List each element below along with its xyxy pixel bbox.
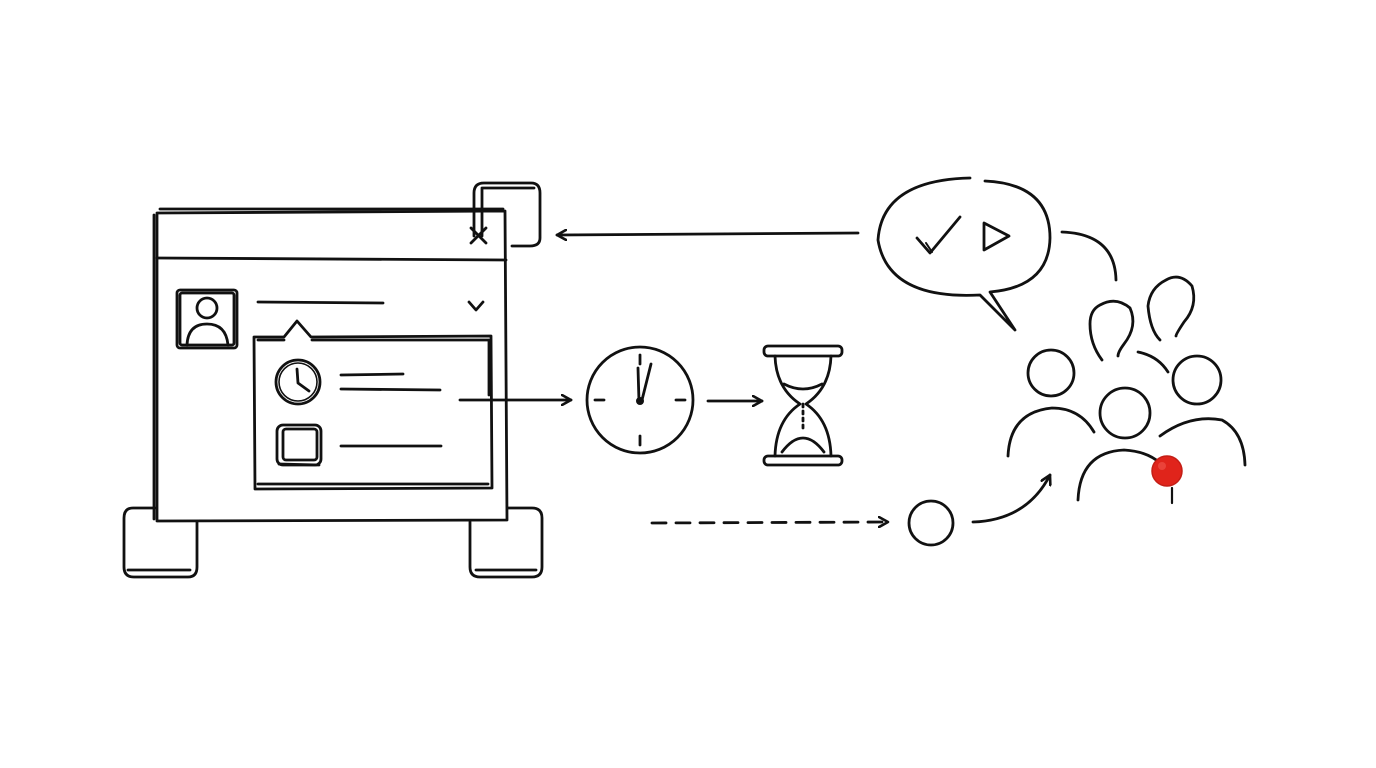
chevron-down-icon[interactable] [467,300,485,312]
dropdown-item-time[interactable] [274,358,442,406]
close-icon[interactable] [469,226,488,245]
checkbox-icon [275,423,323,467]
window-frame [152,207,509,523]
item-line-b [339,387,442,392]
dropdown-item-option[interactable] [275,423,443,467]
clock-icon [274,358,322,406]
avatar-icon [175,288,239,350]
checkmark-icon [915,215,962,255]
red-dot-marker [1151,455,1183,487]
arrow-bubble-to-window [555,233,860,235]
speech-bubble-icon [876,176,1118,332]
item-line-a [339,372,405,377]
wall-clock-icon [585,345,695,455]
user-name-line [256,300,385,305]
resize-handle-top-right[interactable] [472,181,542,248]
resize-handle-bottom-left[interactable] [122,506,199,579]
hourglass-icon [762,344,844,467]
resize-handle-bottom-right[interactable] [468,506,544,579]
dropdown-panel [252,319,494,491]
people-group-icon [1006,275,1247,505]
play-icon [982,221,1011,252]
app-window [122,181,544,579]
waypoint-circle [907,499,955,547]
arrow-circle-to-group [971,473,1050,524]
arrow-dashed-to-circle [650,522,890,523]
